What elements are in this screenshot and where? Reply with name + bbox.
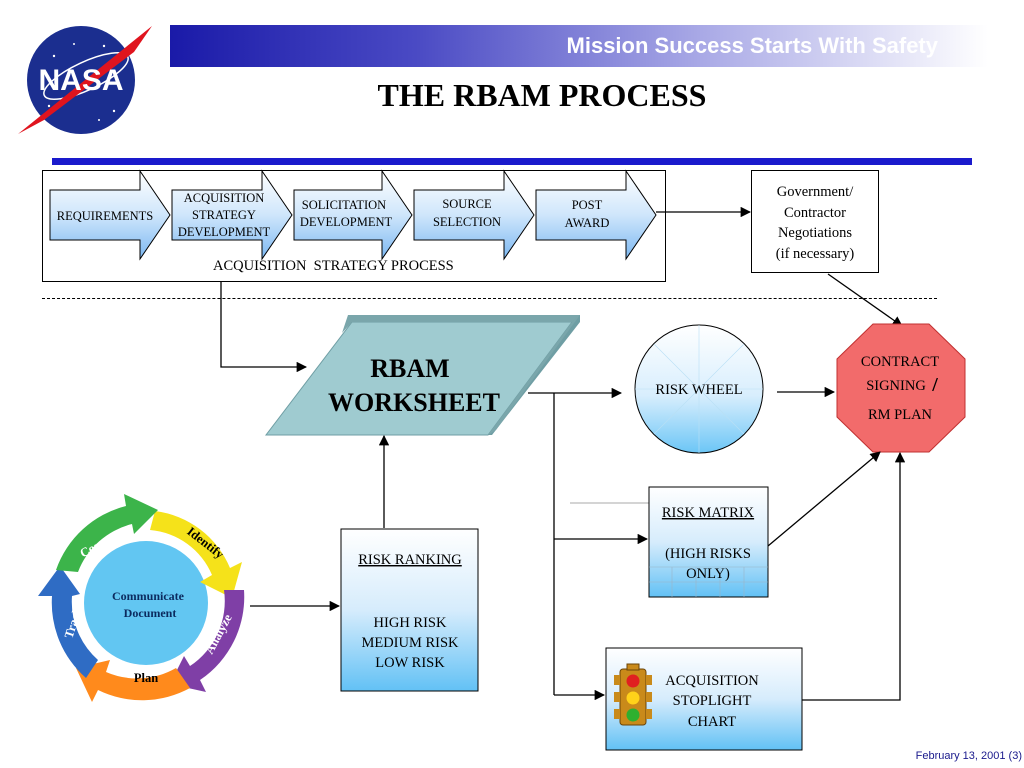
- risk-matrix-body-2: ONLY): [686, 566, 730, 582]
- step-arrow-source: [413, 169, 535, 261]
- cycle-segment-identify: [150, 511, 242, 598]
- nasa-logo: NASA: [18, 26, 152, 134]
- step-label-solicitation-2: DEVELOPMENT: [300, 215, 393, 229]
- cycle-center-line-2: Document: [124, 606, 177, 620]
- stoplight-line-1: ACQUISITION: [665, 673, 759, 689]
- worksheet-line-2: WORKSHEET: [328, 388, 500, 417]
- negotiations-line-3: Negotiations: [777, 225, 853, 241]
- step-label-post-1: POST: [572, 198, 603, 212]
- banner-text: Mission Success Starts With Safety: [566, 33, 938, 58]
- negotiations-box: Government/ Contractor Negotiations (if …: [751, 170, 879, 273]
- cycle-segment-track: [38, 566, 98, 678]
- nasa-logo-text: NASA: [38, 64, 123, 97]
- risk-management-cycle: Communicate Document Identify Analyze Pl…: [38, 494, 245, 702]
- risk-ranking-medium: MEDIUM RISK: [361, 635, 459, 651]
- step-label-source-2: SELECTION: [433, 215, 501, 229]
- cycle-segment-control: [56, 494, 158, 572]
- step-arrow-acquisition: [171, 169, 293, 261]
- contract-line-3: RM PLAN: [868, 407, 933, 423]
- worksheet-line-1: RBAM: [370, 354, 449, 383]
- step-arrow-requirements: [49, 169, 171, 261]
- step-arrow-solicitation: [293, 169, 413, 261]
- cycle-segment-analyze: [170, 590, 245, 692]
- step-arrow-post: [535, 169, 657, 261]
- step-label-post-2: AWARD: [565, 216, 610, 230]
- arrow-negotiations-to-contract: [827, 273, 903, 327]
- contract-line-1: CONTRACT: [861, 354, 939, 370]
- risk-ranking-low: LOW RISK: [375, 655, 445, 671]
- contract-octagon: [836, 323, 966, 453]
- cycle-label-plan: Plan: [134, 671, 158, 685]
- worksheet-top-edge: [342, 315, 580, 333]
- arrow-process-to-worksheet: [220, 282, 308, 373]
- risk-wheel-label: RISK WHEEL: [655, 382, 742, 398]
- risk-ranking-box: [340, 528, 479, 692]
- footer-date: February 13, 2001 (3): [915, 750, 1022, 762]
- risk-ranking-high: HIGH RISK: [374, 615, 447, 631]
- stoplight-line-3: CHART: [688, 714, 736, 730]
- step-label-acquisition-1: ACQUISITION: [184, 191, 265, 205]
- stoplight-line-2: STOPLIGHT: [673, 693, 752, 709]
- step-label-acquisition-2: STRATEGY: [192, 208, 256, 222]
- page-title: THE RBAM PROCESS: [377, 77, 707, 113]
- traffic-light-icon: [614, 663, 652, 726]
- title-divider: [52, 158, 972, 165]
- arrow-matrix-to-contract: [767, 451, 881, 547]
- risk-matrix-box: [648, 486, 769, 598]
- acquisition-steps: REQUIREMENTS ACQUISITION STRATEGY DEVELO…: [49, 169, 657, 261]
- step-label-solicitation-1: SOLICITATION: [302, 198, 386, 212]
- contract-slash: /: [931, 374, 938, 396]
- dashed-separator: [42, 298, 937, 299]
- step-label-requirements: REQUIREMENTS: [57, 209, 154, 223]
- risk-matrix-title: RISK MATRIX: [662, 505, 755, 521]
- negotiations-line-1: Government/: [776, 184, 854, 200]
- cycle-segment-plan: [76, 660, 190, 702]
- negotiations-line-2: Contractor: [783, 204, 846, 221]
- risk-matrix-body-1: (HIGH RISKS: [665, 546, 751, 562]
- acquisition-process-label: ACQUISITION STRATEGY PROCESS: [213, 258, 454, 274]
- worksheet-side-edge: [488, 315, 580, 435]
- cycle-center-line-1: Communicate: [112, 589, 185, 603]
- risk-ranking-title: RISK RANKING: [358, 552, 462, 568]
- negotiations-line-4: (if necessary): [775, 245, 855, 262]
- step-label-acquisition-3: DEVELOPMENT: [178, 225, 271, 239]
- contract-line-2: SIGNING: [866, 378, 926, 394]
- header-banner: Mission Success Starts With Safety: [170, 25, 988, 67]
- arrow-stoplight-to-contract: [802, 451, 906, 701]
- step-label-source-1: SOURCE: [442, 197, 492, 211]
